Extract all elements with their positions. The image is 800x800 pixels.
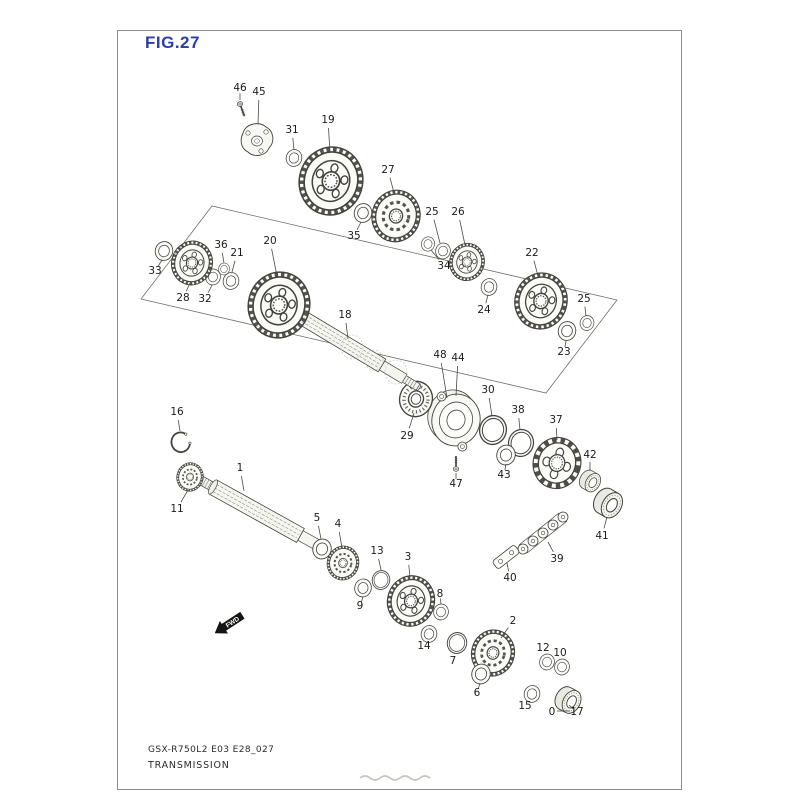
part-44-48-bearing-retainer — [427, 389, 481, 452]
countershaft-assembly — [152, 234, 628, 569]
leader-line-48 — [440, 362, 448, 399]
leader-line-1 — [241, 475, 245, 492]
leader-line-29 — [408, 412, 415, 429]
part-15-washer — [521, 683, 543, 705]
part-31-washer — [283, 147, 305, 169]
leader-line-45 — [257, 99, 260, 125]
leader-line-31 — [292, 137, 295, 151]
part-12-washer — [537, 652, 557, 672]
part-47-screw — [452, 455, 460, 473]
leader-line-8 — [440, 598, 442, 605]
leader-line-25 — [433, 219, 441, 244]
leader-line-34 — [430, 249, 440, 261]
part-11-spacer — [172, 458, 208, 496]
leader-line-39 — [547, 541, 554, 553]
footer-model-code: GSX-R750L2 E03 E28_027 — [148, 745, 275, 755]
part-30-washer — [475, 411, 511, 449]
leader-line-33 — [157, 259, 163, 267]
leader-line-21 — [231, 260, 236, 273]
leader-line-6 — [478, 682, 481, 689]
leader-line-17 — [568, 704, 574, 710]
leader-line-27 — [389, 177, 395, 194]
leader-line-16 — [177, 419, 181, 432]
part-34-washer — [419, 235, 437, 253]
leader-line-2 — [500, 627, 509, 639]
part-18-countershaft — [293, 308, 421, 391]
leader-line-23 — [564, 340, 567, 348]
footer-figure-name: TRANSMISSION — [148, 760, 230, 771]
part-7-bush — [444, 629, 470, 657]
leader-line-22 — [533, 260, 539, 277]
leader-line-19 — [328, 127, 331, 154]
leader-line-35 — [356, 221, 362, 230]
part-14-washer — [418, 623, 440, 645]
upper-gear-cluster — [235, 100, 596, 343]
leader-line-32 — [207, 284, 213, 293]
leader-line-26 — [459, 219, 466, 246]
part-16-circlip — [169, 429, 194, 455]
leader-line-24 — [485, 294, 489, 304]
phantom-positions — [340, 334, 408, 385]
page-border — [117, 30, 682, 790]
part-40-joint-link — [492, 545, 520, 569]
part-20-gear — [241, 265, 317, 345]
part-9-washer — [352, 576, 374, 600]
fwd-direction-arrow: FWD — [214, 611, 245, 634]
leader-line-25 — [584, 306, 587, 317]
leader-line-11 — [180, 489, 189, 503]
drive-chain — [517, 511, 569, 555]
part-25-spacer-right — [578, 313, 596, 333]
part-37-sprocket — [527, 432, 586, 494]
leader-line-38 — [518, 417, 521, 431]
leader-line-37 — [556, 427, 558, 441]
leader-line-43 — [504, 463, 507, 471]
part-42-spacer — [575, 466, 605, 496]
leader-line-30 — [488, 397, 493, 417]
leader-line-44 — [455, 365, 458, 397]
leader-line-18 — [345, 322, 349, 340]
part-24-washer — [478, 276, 500, 298]
mainshaft-assembly — [169, 429, 586, 718]
leader-line-40 — [506, 562, 509, 572]
part-23-washer — [555, 319, 579, 343]
leader-line-20 — [271, 248, 278, 277]
leader-line-13 — [378, 558, 382, 571]
leader-lines — [157, 93, 608, 712]
leader-line-9 — [361, 596, 364, 603]
leader-line-4 — [338, 531, 343, 549]
part-10-washer — [552, 657, 572, 677]
fwd-arrow-icon — [214, 611, 245, 634]
part-35-washer — [351, 201, 375, 225]
phantom-assembly-box — [140, 205, 618, 394]
leader-line-5 — [318, 525, 322, 540]
leader-line-28 — [185, 282, 191, 292]
part-26-gear — [444, 238, 490, 286]
figure-number: FIG.27 — [145, 33, 200, 52]
part-46-screw — [235, 100, 248, 118]
part-1-mainshaft — [195, 474, 330, 556]
part-17-bearing — [550, 682, 586, 718]
part-3-gear — [380, 568, 442, 634]
part-27-gear — [364, 183, 428, 249]
part-45-cover-plate — [240, 123, 274, 156]
watermark-icon — [359, 775, 431, 781]
leader-line-3 — [408, 564, 411, 578]
part-13-bush — [369, 568, 393, 592]
leader-line-36 — [221, 252, 225, 264]
leader-line-41 — [603, 516, 608, 529]
